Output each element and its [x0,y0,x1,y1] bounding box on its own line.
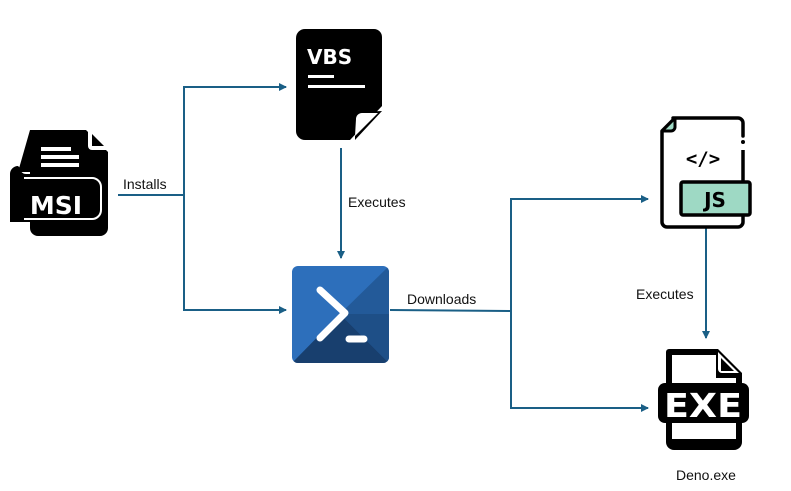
exe-icon-text: EXE [664,386,742,425]
vbs-file-icon: VBS [296,29,382,140]
edge-msi-to-vbs [118,83,287,196]
js-icon-code: </> [686,148,720,170]
edge-label-executes-vbs: Executes [348,194,406,210]
edge-label-downloads: Downloads [407,291,477,307]
msi-file-icon: MSI [10,130,108,236]
edges [118,83,710,412]
vbs-icon-text: VBS [307,45,352,69]
exe-file-icon: EXE [658,349,749,450]
js-icon-text: JS [702,188,726,212]
js-file-icon: </> JS [660,116,752,229]
msi-icon-text: MSI [30,191,82,220]
edge-powershell-to-exe [510,311,649,412]
exe-node-caption: Deno.exe [676,467,736,483]
edge-label-executes-js: Executes [636,286,694,302]
edge-msi-to-powershell [183,195,287,314]
powershell-icon [292,266,389,363]
edge-powershell-to-js [389,195,649,313]
edge-label-installs: Installs [123,176,167,192]
